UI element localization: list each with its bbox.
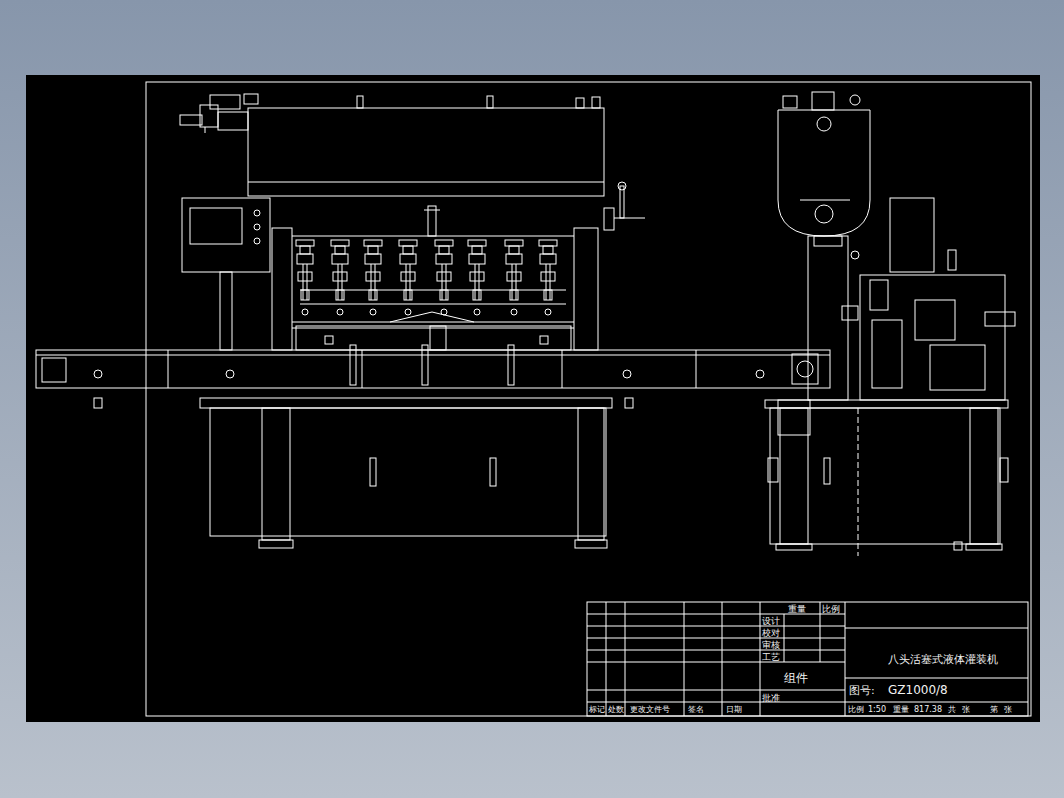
title-block-text: 八头活塞式液体灌装机 bbox=[888, 654, 998, 665]
title-block-text: 签名 bbox=[688, 706, 704, 714]
title-block-text: 校对 bbox=[762, 629, 780, 638]
title-block-text: 审核 bbox=[762, 641, 780, 650]
title-block-text: 比例 bbox=[848, 706, 864, 714]
title-block-text: GZ1000/8 bbox=[888, 684, 948, 696]
title-block-text: 组件 bbox=[784, 672, 808, 684]
title-block-text: 标记 bbox=[589, 706, 605, 714]
title-block-text: 1:50 bbox=[868, 706, 886, 714]
title-block-text: 张 bbox=[962, 706, 970, 714]
title-block-text: 比例 bbox=[822, 605, 840, 614]
title-block-text: 图号: bbox=[849, 685, 875, 696]
title-block-text: 更改文件号 bbox=[630, 706, 670, 714]
title-block-text: 设计 bbox=[762, 617, 780, 626]
title-block-text: 重量 bbox=[893, 706, 909, 714]
title-block-text: 重量 bbox=[788, 605, 806, 614]
title-block-text: 张 bbox=[1004, 706, 1012, 714]
title-block-text: 第 bbox=[990, 706, 998, 714]
title-block-text: 共 bbox=[948, 706, 956, 714]
title-block-text: 批准 bbox=[762, 694, 780, 703]
title-block-text: 日期 bbox=[726, 706, 742, 714]
title-block-text: 817.38 bbox=[914, 706, 942, 714]
title-block-text: 处数 bbox=[608, 706, 624, 714]
title-block-text: 工艺 bbox=[762, 653, 780, 662]
